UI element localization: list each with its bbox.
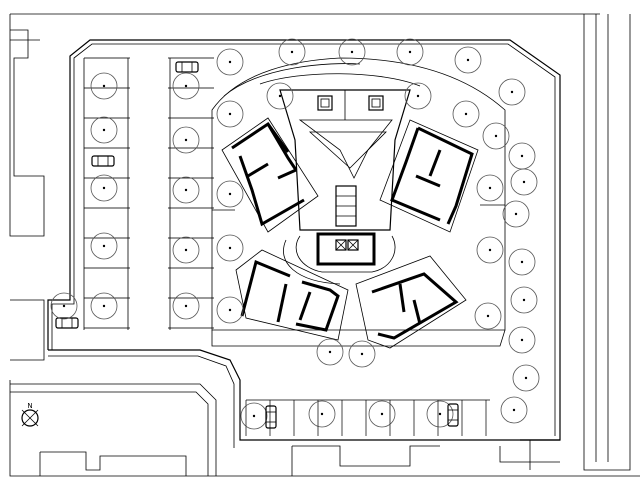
parking-area	[55, 57, 214, 330]
tree-symbol	[216, 180, 244, 208]
tree-symbol	[90, 116, 118, 144]
tree-symbol	[90, 292, 118, 320]
apartment-wing-se	[355, 255, 467, 349]
tree-symbol	[502, 200, 530, 228]
tree-symbol	[216, 234, 244, 262]
site-boundary	[47, 39, 561, 448]
parked-car	[447, 403, 459, 427]
tree-symbol	[476, 174, 504, 202]
tree-symbol	[216, 296, 244, 324]
tree-symbol	[172, 292, 200, 320]
north-arrow: N	[21, 402, 39, 427]
parked-car	[175, 61, 199, 73]
tree-symbol	[508, 326, 536, 354]
tree-symbol	[510, 286, 538, 314]
tree-symbol	[474, 302, 502, 330]
central-core	[279, 89, 411, 285]
apartment-wing-nw	[221, 117, 319, 233]
parked-car	[265, 405, 277, 429]
tree-symbol	[216, 100, 244, 128]
tree-symbol	[482, 122, 510, 150]
neighbouring-parcels	[9, 13, 640, 477]
courtyard	[211, 57, 506, 347]
tree-symbol	[512, 364, 540, 392]
tree-symbol	[348, 340, 376, 368]
tree-symbol	[510, 168, 538, 196]
tree-symbol	[508, 142, 536, 170]
tree-symbol	[172, 236, 200, 264]
tree-symbol	[90, 72, 118, 100]
tree-symbol	[338, 38, 366, 66]
tree-symbol	[368, 400, 396, 428]
apartment-wing-sw	[235, 249, 349, 341]
tree-symbol	[498, 78, 526, 106]
tree-symbol	[172, 126, 200, 154]
tree-symbol	[240, 402, 268, 430]
trees	[50, 38, 540, 430]
south-parking-row	[245, 399, 490, 436]
tree-symbol	[308, 400, 336, 428]
lower-road-outline	[10, 383, 560, 476]
tree-symbol	[90, 174, 118, 202]
tree-symbol	[500, 396, 528, 424]
tree-symbol	[172, 72, 200, 100]
tree-symbol	[316, 338, 344, 366]
tree-symbol	[278, 38, 306, 66]
tree-symbol	[396, 38, 424, 66]
tree-symbol	[452, 100, 480, 128]
tree-symbol	[476, 236, 504, 264]
tree-symbol	[50, 292, 78, 320]
north-label: N	[27, 402, 32, 410]
tree-symbol	[426, 400, 454, 428]
parked-car	[91, 155, 115, 167]
tree-symbol	[266, 82, 294, 110]
parked-car	[55, 317, 79, 329]
tree-symbol	[454, 46, 482, 74]
tree-symbol	[172, 176, 200, 204]
tree-symbol	[216, 48, 244, 76]
tree-symbol	[90, 232, 118, 260]
tree-symbol	[508, 248, 536, 276]
apartment-wing-ne	[379, 119, 479, 233]
tree-symbol	[404, 82, 432, 110]
